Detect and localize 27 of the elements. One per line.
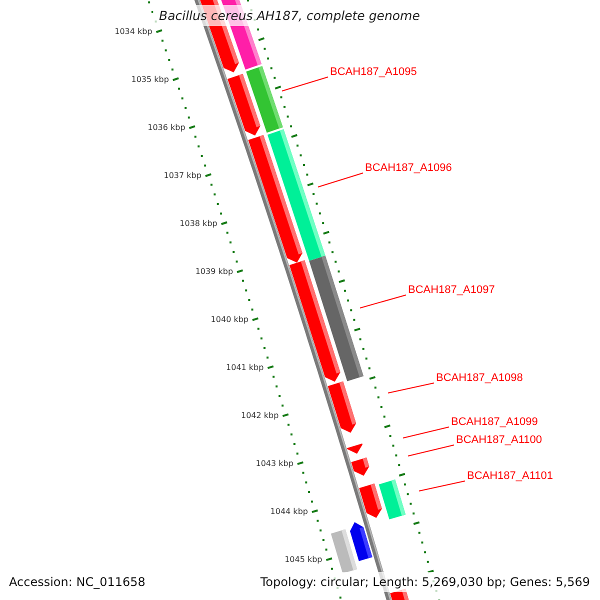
scale-label: 1036 kbp [148, 123, 186, 134]
gene-label: BCAH187_A1095 [330, 65, 417, 79]
gene-label: BCAH187_A1101 [467, 469, 554, 483]
scale-label: 1035 kbp [131, 75, 169, 86]
gene-label: BCAH187_A1097 [408, 283, 495, 297]
leader-line [282, 76, 328, 92]
scale-label: 1042 kbp [241, 411, 279, 422]
scale-label: 1038 kbp [180, 219, 218, 230]
leader-line [408, 444, 454, 456]
leader-line [388, 382, 434, 394]
leader-line [418, 480, 466, 492]
gene-label: BCAH187_A1099 [451, 415, 538, 429]
scale-label: 1040 kbp [210, 315, 248, 326]
scale-label: 1043 kbp [256, 459, 294, 470]
scale-label: 1041 kbp [226, 363, 264, 374]
scale-label: 1034 kbp [114, 27, 152, 38]
scale-label: 1045 kbp [284, 555, 322, 566]
scale-label: 1044 kbp [270, 507, 308, 518]
gene-label: BCAH187_A1096 [365, 161, 452, 175]
scale-label: 1037 kbp [164, 171, 202, 182]
gene-label: BCAH187_A1100 [456, 433, 542, 447]
leader-line [318, 172, 364, 188]
leader-line [402, 426, 450, 438]
leader-line [360, 294, 406, 308]
gene-label: BCAH187_A1098 [436, 371, 523, 385]
footer-text: Accession: NC_011658 [8, 574, 146, 591]
scale-label: 1039 kbp [195, 267, 234, 278]
